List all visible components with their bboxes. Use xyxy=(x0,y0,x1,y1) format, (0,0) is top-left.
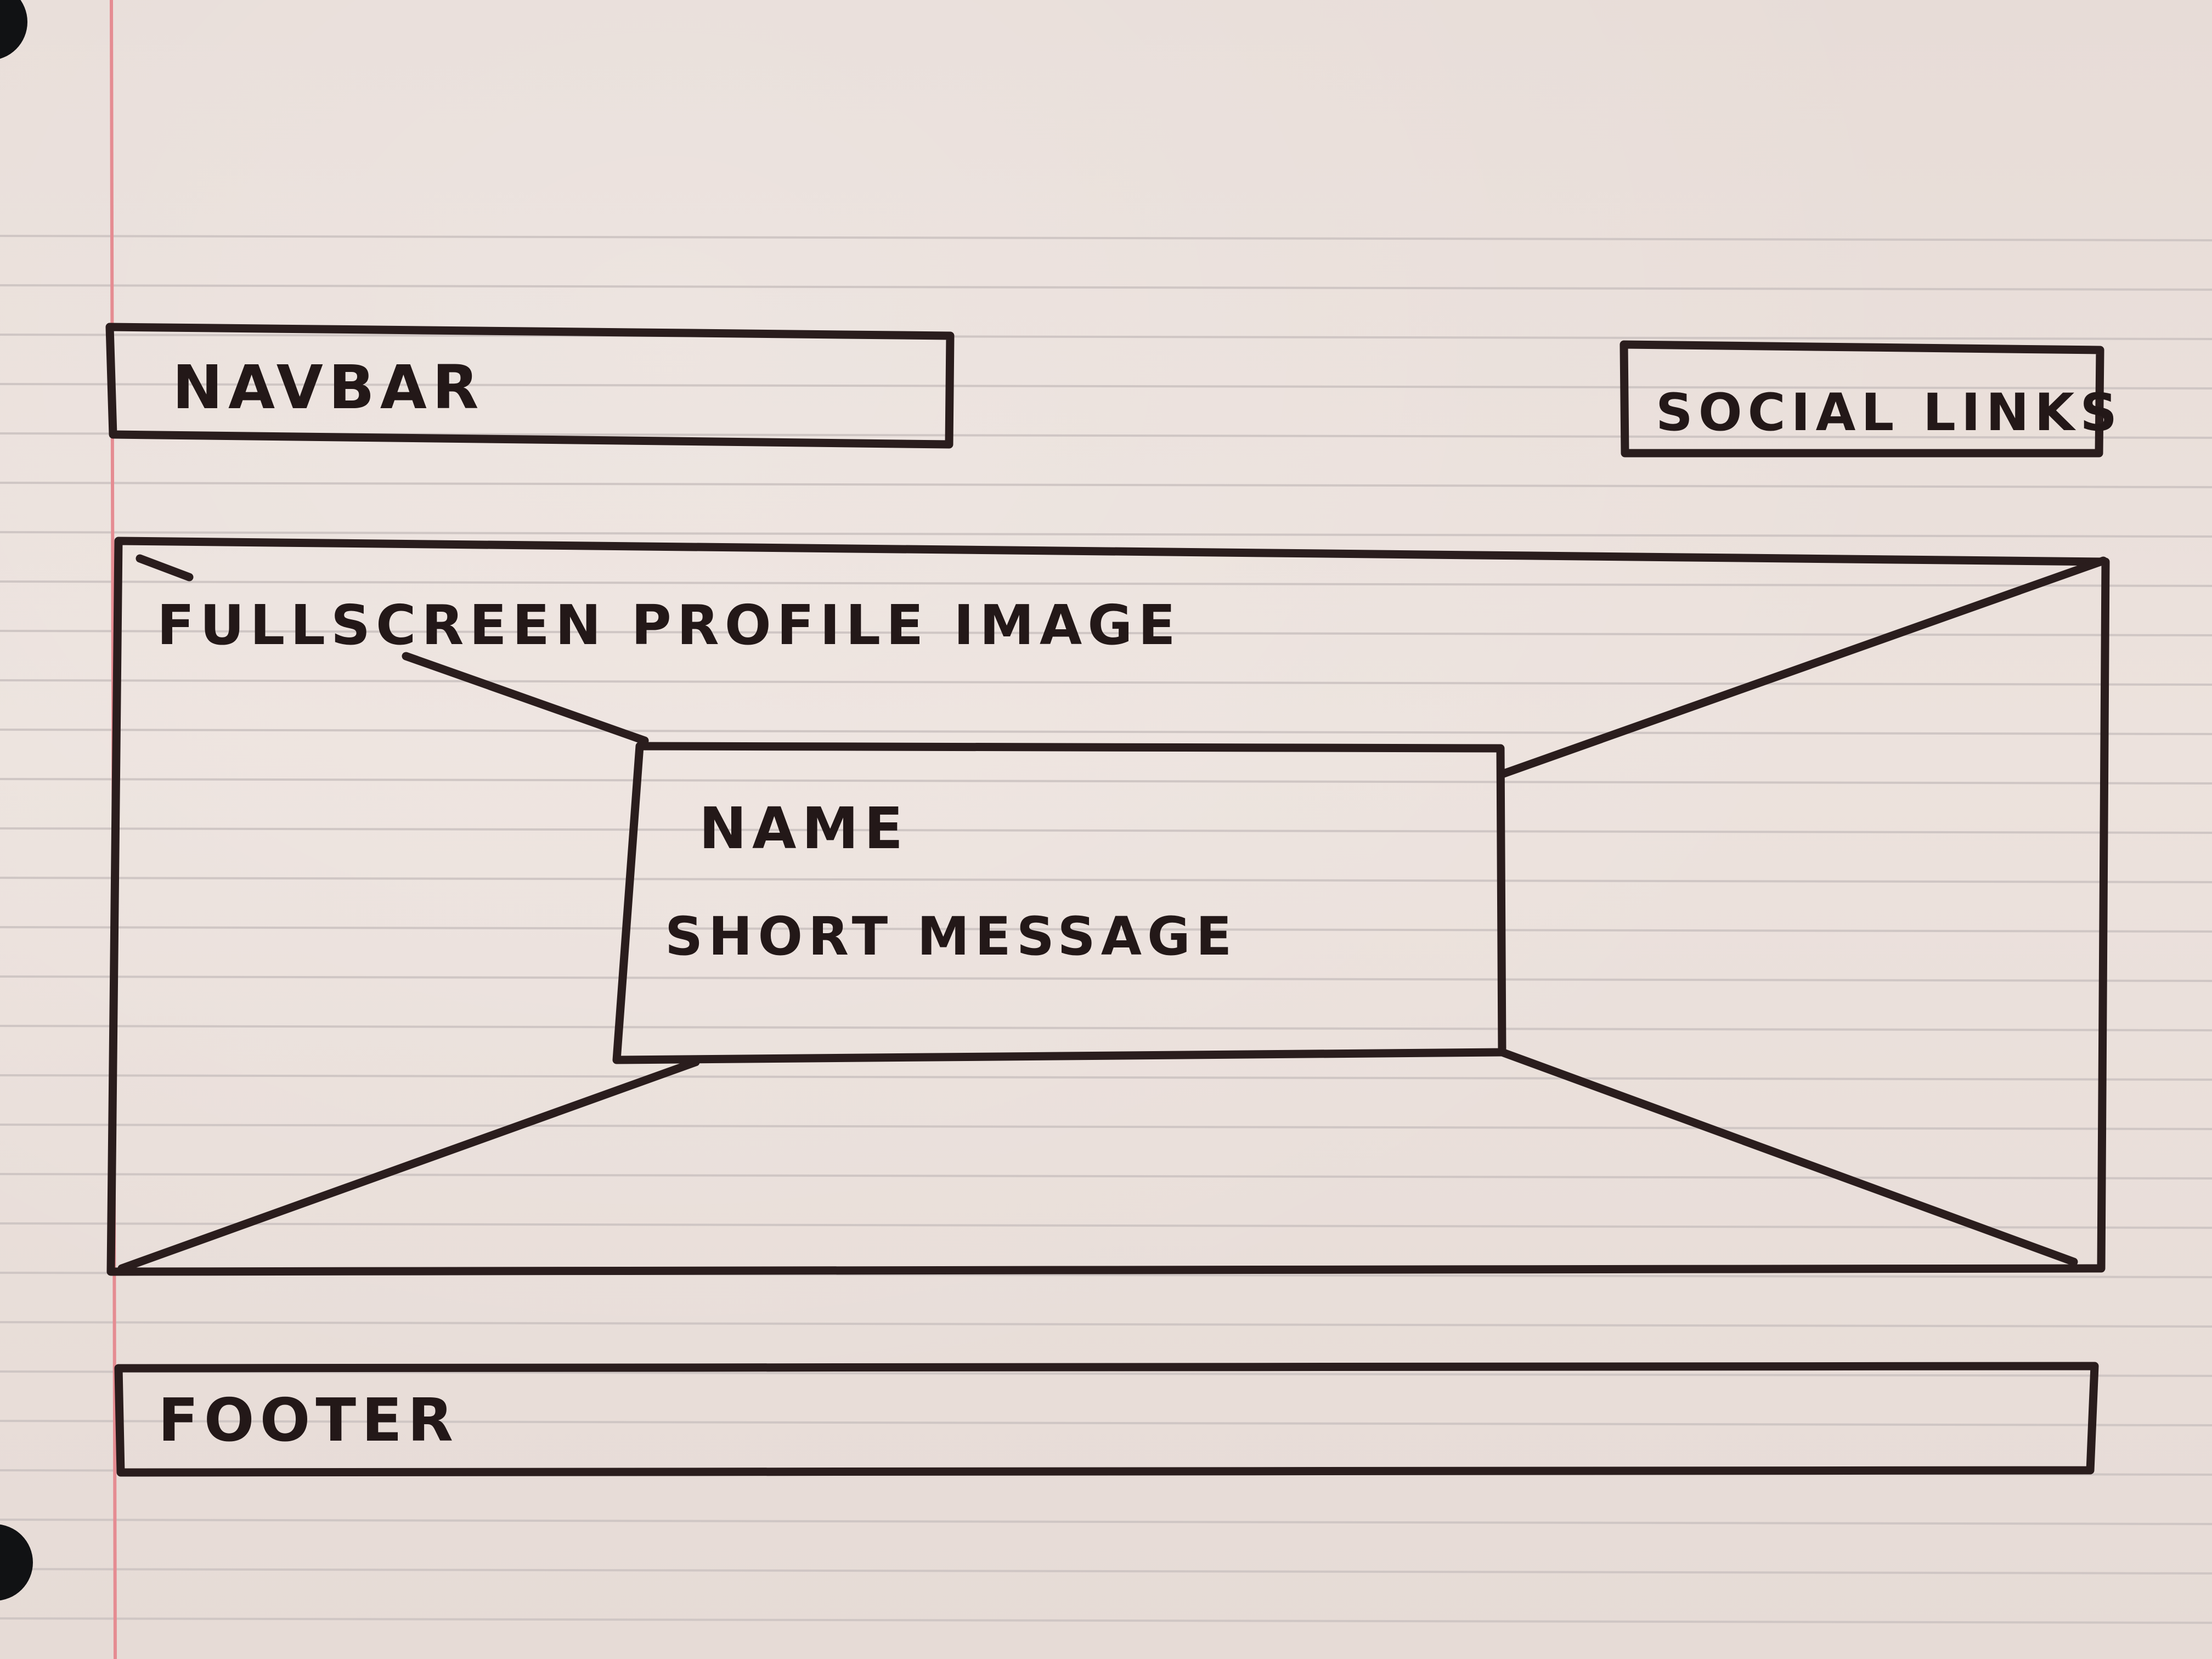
navbar-label: NAVBAR xyxy=(172,352,484,422)
social-links-box xyxy=(1620,340,2104,458)
ruled-lines xyxy=(0,235,2212,1624)
hero-diagonal-bottom-right xyxy=(1498,1048,2078,1266)
hero-diagonal-top-right xyxy=(1499,556,2108,778)
footer-label: FOOTER xyxy=(158,1386,459,1455)
footer-box xyxy=(114,1362,2099,1477)
navbar-box xyxy=(105,323,955,449)
binder-hole-top xyxy=(0,0,27,59)
hero-image-box xyxy=(106,537,2110,1276)
hero-image-label: FULLSCREEN PROFILE IMAGE xyxy=(157,593,1181,657)
binder-hole-bottom xyxy=(0,1524,33,1601)
short-message-label: SHORT MESSAGE xyxy=(665,906,1237,967)
social-links-label: SOCIAL LINKS xyxy=(1656,383,2123,443)
hero-diagonal-bottom-left xyxy=(117,1058,700,1273)
name-label: NAME xyxy=(699,795,909,862)
hero-diagonal-top-left xyxy=(402,652,649,745)
hero-label-pointer xyxy=(136,554,194,582)
overlay-box xyxy=(612,742,1506,1064)
